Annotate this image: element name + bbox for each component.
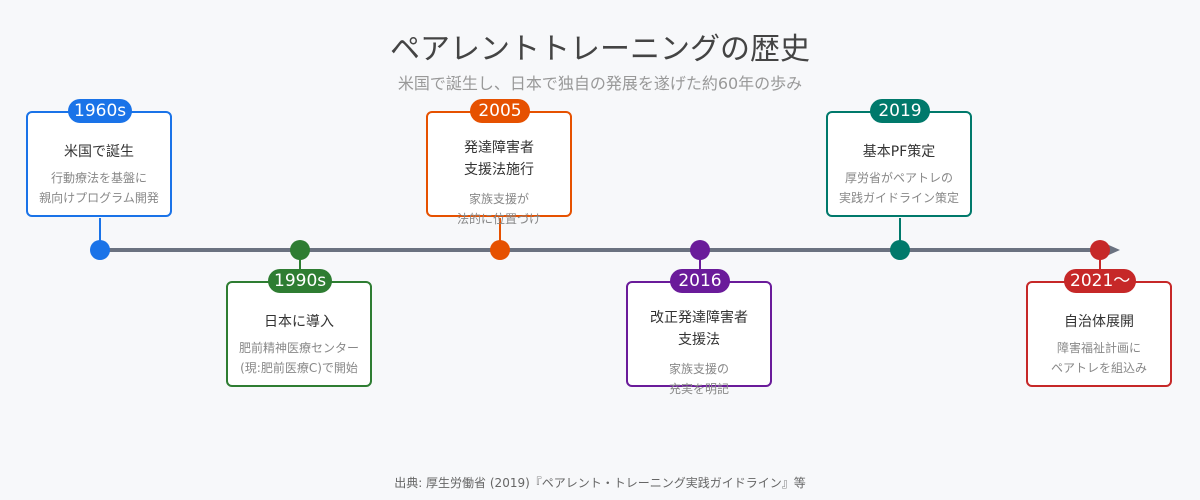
event-detail: 家族支援の 充実を明記 — [668, 362, 729, 396]
event-year-badge: 2019 — [870, 99, 930, 123]
diagram-subtitle: 米国で誕生し、日本で独自の発展を遂げた約60年の歩み — [397, 74, 803, 93]
event-heading: 改正発達障害者 支援法 — [650, 310, 748, 348]
timeline-stem — [699, 250, 701, 282]
event-year-badge: 2005 — [470, 99, 530, 123]
timeline-stem — [899, 218, 901, 250]
event-card: 発達障害者 支援法施行 家族支援が 法的に位置づけ — [426, 111, 572, 226]
timeline-dot — [890, 240, 910, 260]
event-card: 改正発達障害者 支援法 家族支援の 充実を明記 — [626, 281, 772, 396]
timeline-stem — [299, 250, 301, 282]
event-detail: 肥前精神医療センター (現:肥前医療C)で開始 — [238, 341, 359, 375]
event-heading: 自治体展開 — [1064, 314, 1134, 330]
event-detail: 家族支援が 法的に位置づけ — [456, 192, 541, 226]
event-year-badge: 1960s — [68, 99, 132, 123]
timeline-dot — [490, 240, 510, 260]
timeline-stem — [99, 218, 101, 250]
diagram-title: ペアレントトレーニングの歴史 — [390, 32, 810, 67]
event-card: 自治体展開 障害福祉計画に ペアトレを組込み — [1026, 281, 1172, 387]
timeline-axis — [100, 248, 1102, 252]
source-note: 出典: 厚生労働省 (2019)『ペアレント・トレーニング実践ガイドライン』等 — [394, 476, 806, 490]
event-detail: 障害福祉計画に ペアトレを組込み — [1050, 341, 1147, 375]
event-card: 基本PF策定 厚労省がペアトレの 実践ガイドライン策定 — [826, 111, 972, 217]
event-detail: 厚労省がペアトレの 実践ガイドライン策定 — [838, 171, 959, 205]
event-heading: 米国で誕生 — [64, 144, 134, 160]
event-heading: 基本PF策定 — [862, 144, 936, 160]
timeline-stem — [499, 218, 501, 250]
timeline-dot — [690, 240, 710, 260]
timeline-dot — [290, 240, 310, 260]
timeline-dot — [90, 240, 110, 260]
timeline-dot — [1090, 240, 1110, 260]
timeline-stem — [1099, 250, 1101, 282]
event-detail: 行動療法を基盤に 親向けプログラム開発 — [39, 171, 159, 205]
event-year-badge: 2021〜 — [1064, 269, 1136, 293]
event-heading: 日本に導入 — [264, 314, 334, 330]
event-card: 米国で誕生 行動療法を基盤に 親向けプログラム開発 — [26, 111, 172, 217]
event-card: 日本に導入 肥前精神医療センター (現:肥前医療C)で開始 — [226, 281, 372, 387]
event-year-badge: 2016 — [670, 269, 730, 293]
event-year-badge: 1990s — [268, 269, 332, 293]
event-heading: 発達障害者 支援法施行 — [464, 140, 534, 178]
